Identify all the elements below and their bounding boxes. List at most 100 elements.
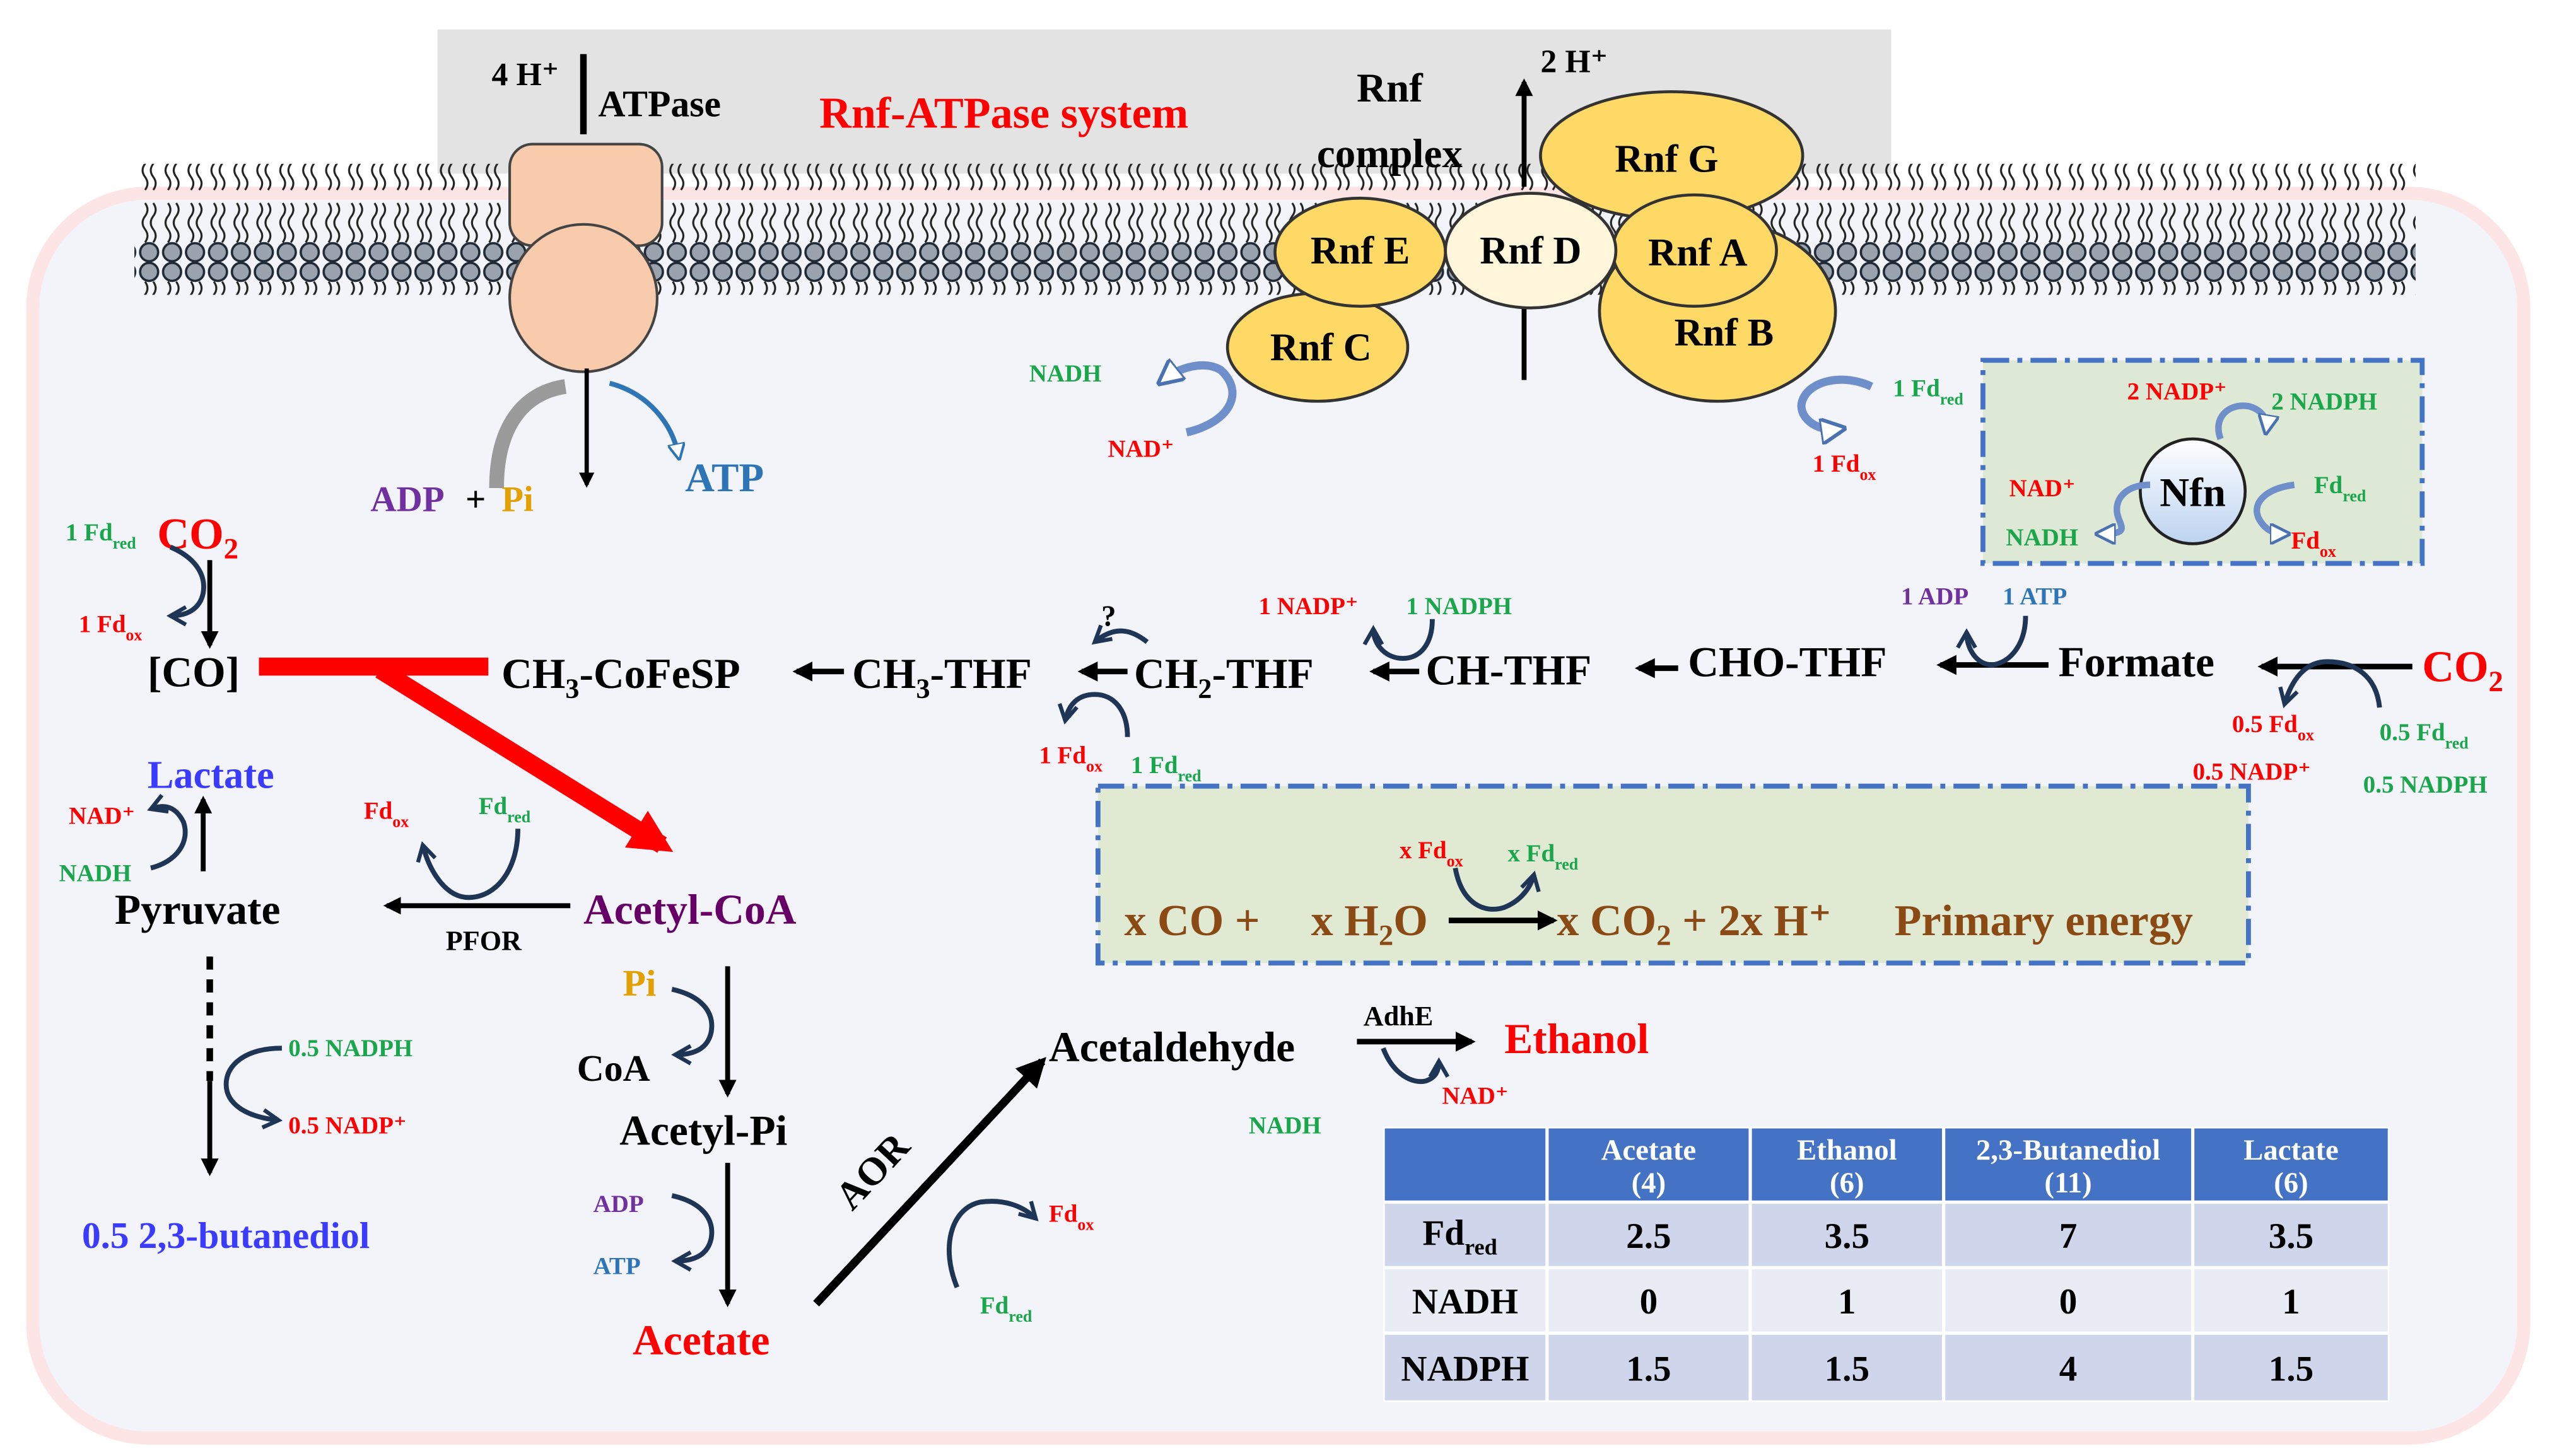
- formate-fd-curve: [2278, 659, 2382, 708]
- coa-label: CoA: [577, 1047, 650, 1089]
- adp-atp-curve: [671, 1193, 715, 1272]
- co-fd-curve: [166, 544, 206, 627]
- table-cell: 1.5: [1825, 1349, 1869, 1389]
- co-ox-fd-ox: x Fdox: [1400, 837, 1463, 870]
- table-header-count: (11): [2044, 1167, 2091, 1199]
- rnf-c-label: Rnf C: [1270, 325, 1372, 369]
- atp-output-curve: [609, 380, 679, 455]
- nad-lac: NAD⁺: [69, 802, 135, 829]
- atp-1: 1 ATP: [2003, 583, 2067, 610]
- ch-thf: CH-THF: [1426, 647, 1592, 694]
- adhe-label: AdhE: [1364, 1001, 1433, 1032]
- table-header-name: Acetate: [1601, 1134, 1697, 1167]
- nfn-nadp: 2 NADP⁺: [2127, 378, 2227, 405]
- nadph-curve: [1362, 619, 1435, 661]
- ethanol: Ethanol: [1504, 1015, 1649, 1063]
- ch3-thf: CH3-THF: [852, 650, 1032, 704]
- rnf-nad: NAD⁺: [1108, 436, 1174, 463]
- co-intermediate: [CO]: [148, 648, 240, 696]
- adp-1: 1 ADP: [1901, 583, 1968, 610]
- atp-text: ATP: [685, 455, 764, 501]
- table-cell: 2.5: [1626, 1216, 1671, 1256]
- nfn-fd-ox: Fdox: [2291, 527, 2336, 561]
- acetaldehyde: Acetaldehyde: [1049, 1023, 1295, 1071]
- pfor-fd-curve: [416, 829, 520, 900]
- nfn-nad: NAD⁺: [2009, 475, 2076, 502]
- system-title: Rnf-ATPase system: [819, 89, 1188, 138]
- nadph-half: 0.5 NADPH: [2363, 771, 2488, 798]
- rnf-fd-curve: [1797, 375, 1874, 429]
- nadph-1: 1 NADPH: [1406, 593, 1512, 620]
- table-header-name: 2,3-Butanediol: [1976, 1134, 2160, 1167]
- ethanol-nad-curve: [1381, 1047, 1450, 1085]
- formate: Formate: [2059, 639, 2215, 686]
- rnf-b-label: Rnf B: [1675, 311, 1774, 354]
- rnf-protons: 2 H⁺: [1540, 44, 1608, 79]
- table-cell: 3.5: [2269, 1216, 2313, 1256]
- right-co2: CO2: [2422, 642, 2503, 698]
- cho-thf: CHO-THF: [1688, 639, 1886, 686]
- aor-arrow: [813, 1057, 1046, 1307]
- table-row-label: Fdred: [1422, 1213, 1497, 1260]
- atpase-label: ATPase: [598, 83, 721, 124]
- co-ox-product: x CO2 + 2x H⁺: [1557, 896, 1831, 952]
- nad-eth: NAD⁺: [1442, 1083, 1509, 1110]
- nadh-lac: NADH: [59, 859, 132, 887]
- co-ox-fd-red: x Fdred: [1507, 840, 1578, 873]
- pfor-fd-ox: Fdox: [364, 798, 409, 831]
- aor-fd-red: Fdred: [980, 1292, 1032, 1325]
- table-cell: 1.5: [2269, 1349, 2313, 1389]
- fd-ox-half: 0.5 Fdox: [2232, 711, 2314, 744]
- nfn-nadh: NADH: [2006, 524, 2078, 551]
- nfn-nadp-curve: [2215, 402, 2267, 440]
- adp-label: ADP: [594, 1191, 644, 1218]
- rnf-complex-label-1: Rnf: [1357, 66, 1424, 111]
- table-header-count: (6): [2274, 1167, 2308, 1199]
- butanediol: 0.5 2,3-butanediol: [82, 1214, 370, 1256]
- pi-label: Pi: [623, 962, 656, 1004]
- fd-red-mid: 1 Fdred: [1131, 752, 1202, 785]
- pfor-label: PFOR: [446, 925, 522, 956]
- table-header-count: (4): [1632, 1167, 1666, 1199]
- nadh-eth: NADH: [1249, 1112, 1321, 1139]
- table-header-count: (6): [1830, 1167, 1864, 1199]
- atpase-complex: [508, 143, 664, 373]
- rnf-a-label: Rnf A: [1648, 231, 1748, 274]
- plus-text: +: [465, 479, 486, 519]
- table-row-label: NADPH: [1401, 1349, 1529, 1389]
- nfn-enzyme: [2139, 437, 2247, 545]
- table-header-name: Ethanol: [1797, 1134, 1897, 1167]
- nadp-but: 0.5 NADP⁺: [288, 1112, 406, 1139]
- table-cell: 3.5: [1825, 1216, 1869, 1256]
- table-cell: 7: [2059, 1216, 2078, 1256]
- co-oxidation-fd-curve: [1453, 867, 1541, 912]
- pi-coa-curve: [671, 986, 715, 1066]
- co-oxidation-box: [1095, 783, 2251, 966]
- co-ox-reactant-co: x CO +: [1124, 896, 1260, 945]
- co-ox-reactant-h2o: x H2O: [1311, 896, 1428, 952]
- nfn-nad-curve: [2101, 481, 2151, 534]
- table-cell: 0: [1640, 1282, 1658, 1322]
- ch2-thf: CH2-THF: [1134, 650, 1314, 704]
- table-row-label: NADH: [1412, 1282, 1518, 1322]
- nadph-but: 0.5 NADPH: [288, 1035, 412, 1062]
- acetate: Acetate: [633, 1317, 769, 1364]
- acetyl-coa: Acetyl-CoA: [583, 886, 797, 933]
- pyruvate: Pyruvate: [115, 886, 281, 933]
- table-cell: 1: [1838, 1282, 1856, 1322]
- ch3-cofesp: CH3-CoFeSP: [501, 650, 740, 704]
- lactate: Lactate: [148, 753, 274, 796]
- table-cell: 1: [2282, 1282, 2300, 1322]
- co-ox-label: Primary energy: [1895, 896, 2193, 945]
- pfor-fd-red: Fdred: [479, 793, 531, 826]
- butanediol-nadph-curve: [223, 1045, 283, 1129]
- aor-fd-ox: Fdox: [1049, 1201, 1094, 1234]
- nfn-fd-red: Fdred: [2314, 472, 2366, 505]
- lactate-nad-curve: [147, 793, 188, 871]
- rnf-e-label: Rnf E: [1311, 229, 1410, 272]
- rnf-nadh-curve: [1164, 365, 1237, 437]
- left-co2: CO2: [157, 510, 238, 566]
- fd-ox-mid: 1 Fdox: [1039, 742, 1102, 775]
- fd-red-half: 0.5 Fdred: [2380, 719, 2469, 752]
